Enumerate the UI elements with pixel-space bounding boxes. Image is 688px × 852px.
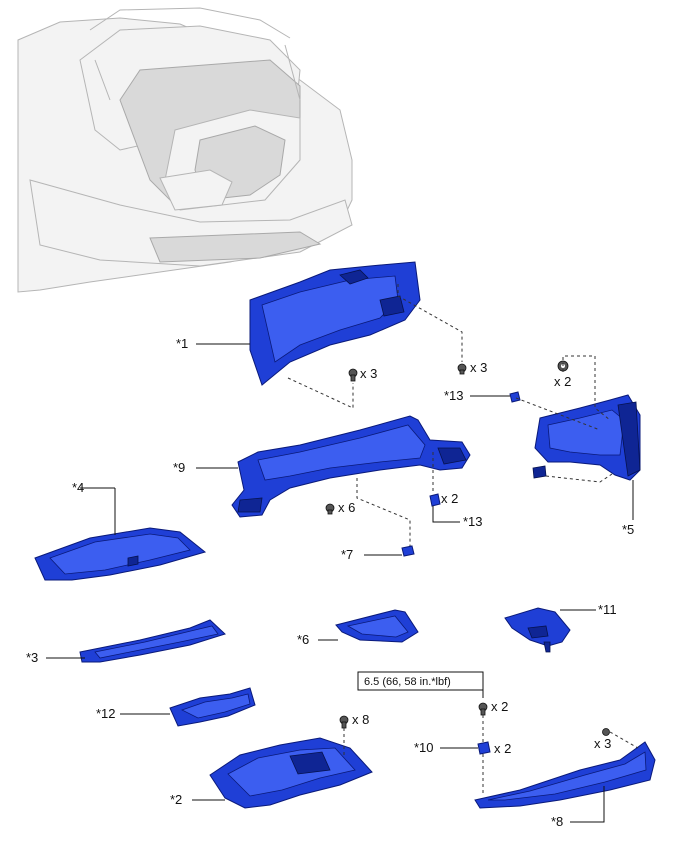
part-13-clip-a — [509, 391, 521, 403]
part-6-trim-panel — [335, 609, 419, 643]
qty-label: x 2 — [554, 374, 571, 389]
callout-2: *2 — [170, 792, 182, 807]
part-4-deck-board — [34, 527, 207, 581]
qty-label: x 3 — [594, 736, 611, 751]
leader-lines — [46, 343, 634, 823]
callout-8: *8 — [551, 814, 563, 829]
screw-icon — [602, 728, 610, 736]
installation-dash-lines — [287, 284, 639, 795]
screw-icon — [348, 368, 358, 382]
bolt-icon — [478, 702, 488, 716]
callout-5: *5 — [622, 522, 634, 537]
screw-icon — [325, 503, 335, 515]
callout-7: *7 — [341, 547, 353, 562]
callout-4: *4 — [72, 480, 84, 495]
qty-label: x 3 — [360, 366, 377, 381]
callout-9: *9 — [173, 460, 185, 475]
qty-label: x 2 — [494, 741, 511, 756]
part-1-trunk-side-trim — [249, 261, 421, 386]
qty-label: x 8 — [352, 712, 369, 727]
qty-label: x 6 — [338, 500, 355, 515]
part-2-lower-trunk-trim — [209, 737, 373, 809]
screw-icon — [339, 715, 349, 729]
callout-12: *12 — [96, 706, 116, 721]
part-3-deck-board-sub — [79, 619, 226, 663]
qty-label: x 2 — [441, 491, 458, 506]
part-10-clip — [477, 741, 491, 755]
callout-11: *11 — [598, 602, 617, 617]
callout-3: *3 — [26, 650, 38, 665]
screw-icon — [457, 363, 467, 375]
part-7-clip — [401, 545, 415, 557]
callout-6: *6 — [297, 632, 309, 647]
callout-13b: *13 — [463, 514, 483, 529]
callout-13a: *13 — [444, 388, 464, 403]
callout-labels: *1 *4 *9 *13 *5 *13 *7 *3 *6 *11 *12 *2 … — [26, 336, 634, 829]
qty-label: x 2 — [491, 699, 508, 714]
part-13-clip-b — [429, 493, 441, 507]
part-9-trunk-front-trim — [231, 415, 471, 518]
quantity-labels: x 3 x 3 x 2 x 6 x 2 x 8 x 2 x 2 x 3 — [338, 360, 611, 756]
vehicle-rear-illustration — [17, 7, 353, 293]
part-11-trim-bracket — [504, 607, 571, 653]
callout-10: *10 — [414, 740, 434, 755]
part-12-tray — [169, 687, 256, 727]
torque-spec-text: 6.5 (66, 58 in.*lbf) — [364, 676, 451, 688]
torque-spec-box: 6.5 (66, 58 in.*lbf) — [357, 671, 484, 691]
part-5-trunk-side-panel — [532, 394, 641, 481]
qty-label: x 3 — [470, 360, 487, 375]
part-8-rear-trim — [474, 741, 656, 809]
callout-1: *1 — [176, 336, 188, 351]
